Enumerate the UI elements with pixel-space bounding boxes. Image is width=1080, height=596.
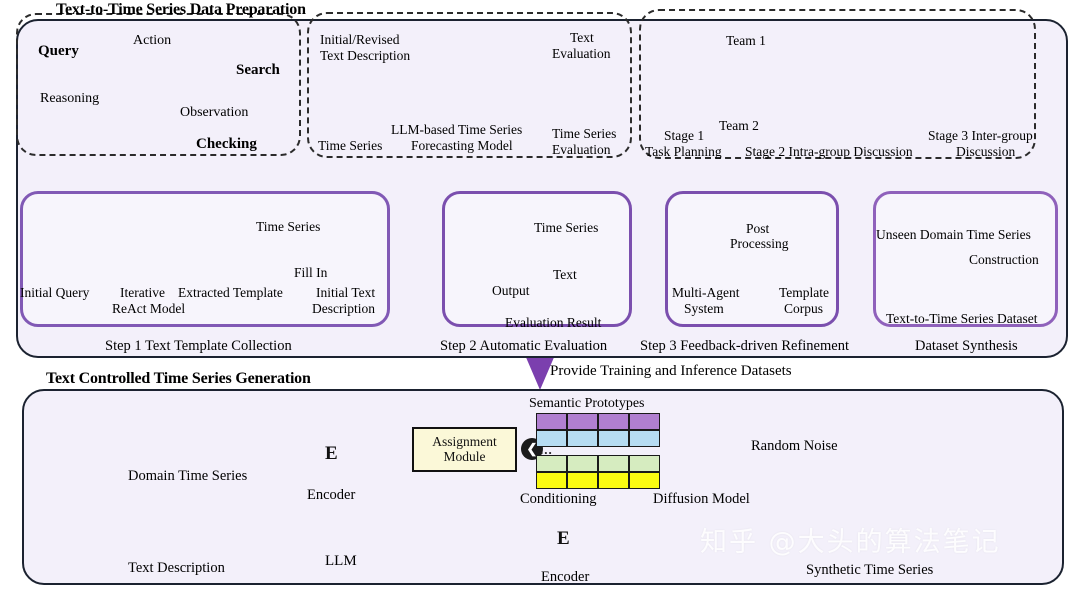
proto-cell [536,455,567,472]
proto-cell [536,472,567,489]
stage3-label-line1: Stage 3 Inter-group [928,128,1033,143]
prototype-ellipsis: ... [540,442,553,457]
encoder-bottom-letter: E [557,528,570,549]
iterative-react-label-line1: Iterative [120,285,165,300]
multi-agent-label-line2: System [684,301,724,316]
semantic-prototypes-label: Semantic Prototypes [529,396,645,411]
llm-forecasting-panel [307,12,632,158]
stage1-label-line1: Stage 1 [664,128,705,143]
text-description-label: Text Description [128,560,225,576]
step3-box [665,191,839,327]
extracted-template-label: Extracted Template [178,285,283,300]
encoder-bottom-label: Encoder [541,569,590,585]
step4-box [873,191,1058,327]
post-processing-label-line1: Post [746,221,770,236]
search-label: Search [236,62,280,78]
prototype-grid-bottom [536,455,660,489]
assignment-label-line1: Assignment [432,433,497,449]
assignment-label-line2: Module [443,448,486,464]
fill-in-label: Fill In [294,265,328,280]
iterative-react-label-line2: ReAct Model [112,301,186,316]
time-series-label-step2: Time Series [534,220,599,235]
reasoning-label: Reasoning [40,91,100,106]
top-section-title: Text-to-Time Series Data Preparation [56,1,306,18]
initial-text-label-line1: Initial Text [316,285,376,300]
proto-cell [629,430,660,447]
time-series-label-panel2: Time Series [318,138,383,153]
ts-evaluation-label-line1: Time Series [552,126,617,141]
step3-caption: Step 3 Feedback-driven Refinement [640,338,849,354]
prototype-grid-top [536,413,660,447]
random-noise-label: Random Noise [751,438,838,454]
llm-model-label-line1: LLM-based Time Series [391,122,523,137]
initial-query-label: Initial Query [20,285,90,300]
stage1-label-line2: Task Planning [645,144,722,159]
text-evaluation-label-line2: Evaluation [552,46,611,61]
checking-label: Checking [196,136,257,152]
initial-revised-label-line2: Text Description [320,48,411,63]
proto-cell [629,413,660,430]
multi-agent-label-line1: Multi-Agent [672,285,740,300]
proto-cell [567,413,598,430]
bridge-label: Provide Training and Inference Datasets [550,363,792,379]
encoder-top-letter: E [325,443,338,464]
evaluation-result-label: Evaluation Result [505,315,602,330]
proto-cell [567,472,598,489]
llm-label: LLM [325,553,357,569]
template-corpus-label-line1: Template [779,285,830,300]
encoder-top-label: Encoder [307,487,356,503]
text-label-step2: Text [553,267,577,282]
react-agent-panel [16,13,301,156]
initial-text-label-line2: Description [312,301,375,316]
query-label: Query [38,43,79,59]
unseen-domain-label: Unseen Domain Time Series [876,227,1031,242]
stage3-label-line2: Discussion [956,144,1016,159]
synthetic-series-label: Synthetic Time Series [806,562,934,578]
dataset-label: Text-to-Time Series Dataset [886,311,1038,326]
proto-cell [598,455,629,472]
proto-cell [598,430,629,447]
step2-caption: Step 2 Automatic Evaluation [440,338,608,354]
multi-agent-stages-panel [639,9,1036,159]
proto-cell [629,455,660,472]
proto-cell [629,472,660,489]
action-label: Action [133,33,172,48]
team1-label: Team 1 [726,33,766,48]
step4-caption: Dataset Synthesis [915,338,1018,354]
stage2-label: Stage 2 Intra-group Discussion [745,144,913,159]
initial-revised-label-line1: Initial/Revised [320,32,400,47]
proto-cell [567,455,598,472]
proto-cell [567,430,598,447]
ts-evaluation-label-line2: Evaluation [552,142,611,157]
construction-label: Construction [969,252,1039,267]
template-corpus-label-line2: Corpus [784,301,824,316]
observation-label: Observation [180,105,249,120]
post-processing-label-line2: Processing [730,236,789,251]
assignment-module-box[interactable]: Assignment Module [412,427,517,472]
proto-cell [598,413,629,430]
bottom-section-title: Text Controlled Time Series Generation [46,370,311,387]
diffusion-model-label: Diffusion Model [653,491,750,507]
domain-time-series-label: Domain Time Series [128,468,248,484]
time-series-label-step1: Time Series [256,219,321,234]
proto-cell [536,413,567,430]
step1-box [20,191,390,327]
text-evaluation-label-line1: Text [570,30,594,45]
step2-box [442,191,632,327]
proto-cell [598,472,629,489]
conditioning-label: Conditioning [520,491,597,507]
output-label: Output [492,283,530,298]
llm-model-label-line2: Forecasting Model [411,138,513,153]
team2-label: Team 2 [719,118,759,133]
proto-cell [536,430,567,447]
step1-caption: Step 1 Text Template Collection [105,338,292,354]
